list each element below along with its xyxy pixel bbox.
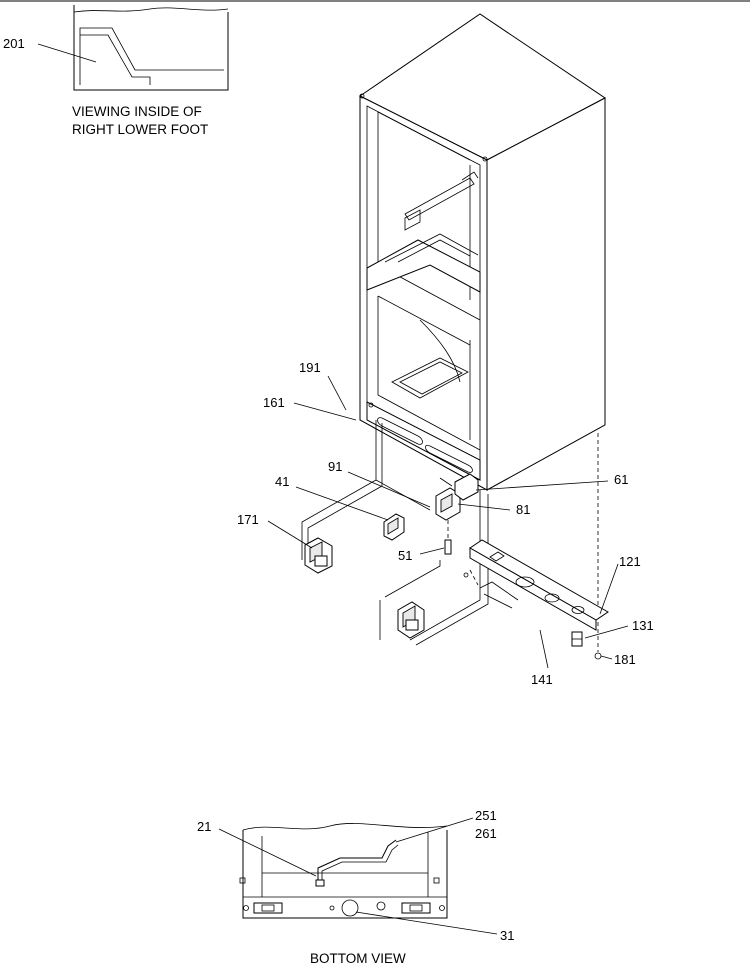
callout-131: 131: [632, 618, 654, 633]
callout-171: 171: [237, 512, 259, 527]
callout-41: 41: [275, 474, 289, 489]
bracket-41: [383, 513, 405, 541]
inset-caption-line1: VIEWING INSIDE OF: [72, 104, 202, 119]
screw-181: [594, 652, 602, 660]
callout-201: 201: [3, 36, 25, 51]
callout-251: 251: [475, 808, 497, 823]
bottom-view-caption: BOTTOM VIEW: [310, 951, 406, 966]
callout-191: 191: [299, 360, 321, 375]
foot-assembly-121: [463, 539, 609, 631]
callout-141: 141: [531, 672, 553, 687]
callout-261: 261: [475, 826, 497, 841]
refrigerator-cabinet: [359, 13, 606, 491]
bottom-view-panel: [218, 817, 498, 935]
leader-lines: [267, 375, 629, 669]
callout-161: 161: [263, 395, 285, 410]
leveling-leg-131: [571, 631, 583, 647]
screw-51: [444, 520, 452, 555]
inset-right-lower-foot: [37, 5, 229, 91]
callout-51: 51: [398, 548, 412, 563]
hinge-171: [304, 537, 333, 574]
callout-121: 121: [619, 554, 641, 569]
callout-181: 181: [614, 652, 636, 667]
callout-81: 81: [516, 502, 530, 517]
callout-61: 61: [614, 472, 628, 487]
right-hinge-frame-lines: [379, 490, 489, 646]
lower-hinge: [397, 601, 425, 639]
inset-caption-line2: RIGHT LOWER FOOT: [72, 122, 208, 137]
callout-91: 91: [328, 459, 342, 474]
callout-21: 21: [197, 819, 211, 834]
callout-31: 31: [500, 928, 514, 943]
hinge-81: [435, 473, 479, 521]
